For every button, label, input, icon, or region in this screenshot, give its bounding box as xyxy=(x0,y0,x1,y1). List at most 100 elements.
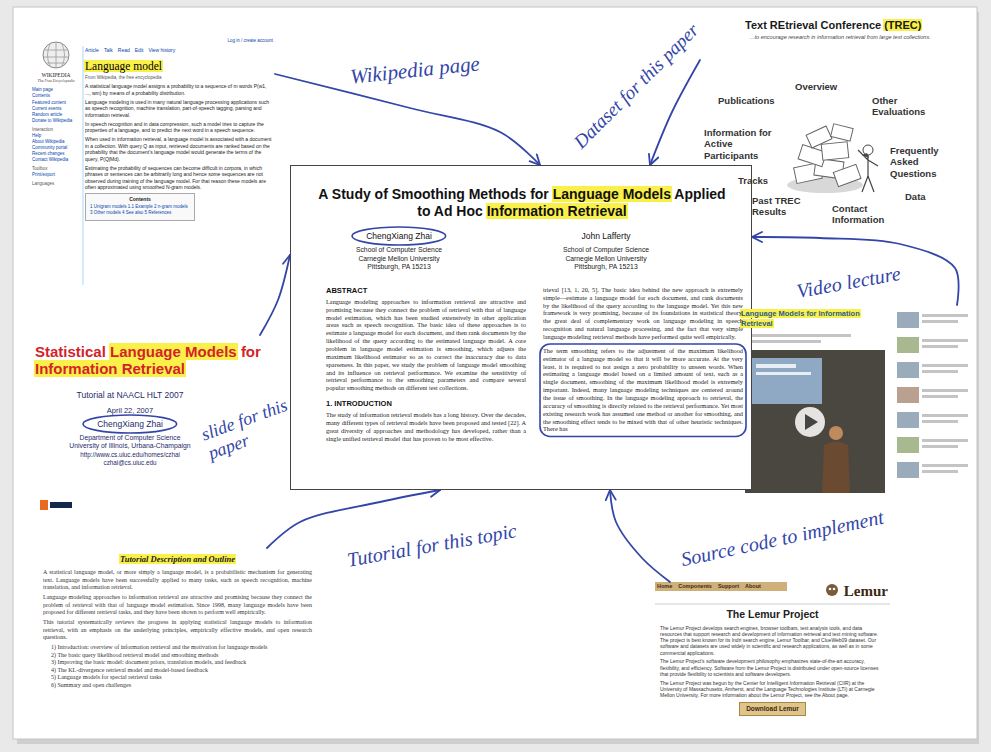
video-sidebar xyxy=(922,420,958,423)
text-column: Other Evaluations xyxy=(872,95,932,118)
video-sidebar xyxy=(922,414,968,417)
video-sidebar xyxy=(922,445,958,448)
site-tagline: ...to encourage research in information … xyxy=(750,34,972,41)
video-sidebar xyxy=(922,364,968,367)
video-sidebar xyxy=(922,395,958,398)
article-paragraph: When used in information retrieval, a la… xyxy=(85,136,273,162)
text-column: trieval [13, 1, 20, 5]. The basic idea b… xyxy=(543,286,743,433)
handwritten-arrow xyxy=(275,74,540,165)
video-sidebar xyxy=(897,462,919,478)
text-column: Past TREC Results xyxy=(752,195,814,218)
video-sidebar xyxy=(897,437,919,453)
tutorial-document: Tutorial Description and OutlineA statis… xyxy=(35,548,320,738)
text-column: Overview xyxy=(795,81,855,92)
trec-paper-pile xyxy=(858,150,878,192)
video-player xyxy=(756,372,811,375)
video-sidebar xyxy=(922,470,958,473)
page-tab: Talk xyxy=(104,47,113,53)
article-paragraph: Estimating the probability of sequences … xyxy=(85,165,273,191)
menu-item: Tracks xyxy=(738,175,788,186)
site-title: Text REtrieval Conference (TREC) xyxy=(745,19,973,32)
document-paragraph: This tutorial systematically reviews the… xyxy=(43,619,312,642)
author-name: ChengXiang Zhai xyxy=(35,419,225,429)
handwritten-note: Source code to implement xyxy=(679,506,885,570)
page-tab: View history xyxy=(148,47,175,53)
video-sidebar xyxy=(922,314,968,317)
author-affiliation: School of Computer Science xyxy=(321,246,477,254)
contents-heading: Contents xyxy=(85,193,195,203)
page-heading: The Lemur Project xyxy=(660,608,885,621)
document-paragraph: A statistical language model, or more si… xyxy=(43,569,312,592)
text-column: A Study of Smoothing Methods for Languag… xyxy=(311,186,733,220)
video-sidebar xyxy=(922,439,968,442)
page-sheet xyxy=(13,7,977,739)
hand-drawn-circle xyxy=(352,227,446,245)
lemur-header xyxy=(655,582,890,604)
nav-link: About Wikipedia xyxy=(32,139,80,145)
author-affiliation: Carnegie Mellon University xyxy=(528,255,684,263)
author-affiliation: Pittsburgh, PA 15213 xyxy=(528,263,684,271)
text-column: ArticleTalkReadEditView history xyxy=(85,47,273,53)
menu-item: Contact Information xyxy=(832,203,896,226)
wikipedia-globe xyxy=(44,42,68,68)
article-paragraph: In speech recognition and in data compre… xyxy=(85,121,273,134)
page-tab: Article xyxy=(85,47,99,53)
video-sidebar xyxy=(922,389,968,392)
text-column: Statistical Language Models for Informat… xyxy=(35,343,277,378)
nav-heading: Languages xyxy=(32,181,80,187)
outline-item: 6) Summary and open challenges xyxy=(43,682,312,690)
login-link: Log in / create account xyxy=(150,38,273,43)
lemur-header xyxy=(826,584,838,596)
paper-page: A Study of Smoothing Methods for Languag… xyxy=(290,165,752,490)
handwritten-note: Wikipedia page xyxy=(349,52,481,89)
nav-tab: About xyxy=(745,583,761,590)
handwritten-note: Dataset for this paper xyxy=(570,19,703,152)
author-name: John Lafferty xyxy=(528,231,684,241)
nav-tab: Support xyxy=(718,583,739,590)
contents-list: 1 Unigram models 1.1 Example 2 n-gram mo… xyxy=(85,203,195,221)
video-sidebar xyxy=(922,320,958,323)
video-sidebar xyxy=(922,370,958,373)
text-column: Publications xyxy=(718,95,793,106)
author-affiliation: Department of Computer Science xyxy=(35,434,225,442)
site-logo-text: Lemur xyxy=(815,582,888,600)
trec-paper-pile xyxy=(862,153,869,158)
text-column: Language modelFrom Wikipedia, the free e… xyxy=(85,60,273,221)
video-sidebar xyxy=(922,464,968,467)
video-player xyxy=(822,442,850,494)
article-title: Language model xyxy=(85,60,273,74)
trec-paper-pile xyxy=(787,124,878,193)
video-sidebar xyxy=(922,339,968,342)
nav-heading: Interaction xyxy=(32,127,80,133)
section-heading: 1. INTRODUCTION xyxy=(326,399,526,408)
article-subtitle: From Wikipedia, the free encyclopedia xyxy=(85,75,273,80)
nav-link: Help xyxy=(32,133,80,139)
text-column: Text REtrieval Conference (TREC) xyxy=(745,19,973,32)
video-player xyxy=(805,414,818,430)
page-paragraph: The Lemur Project's software development… xyxy=(660,658,885,677)
menu-item: Publications xyxy=(718,95,793,106)
handwritten-note: Video lecture xyxy=(794,262,901,302)
video-sidebar xyxy=(897,412,919,428)
author-affiliation: University of Illinois, Urbana-Champaign xyxy=(35,442,225,450)
nav-heading: Toolbox xyxy=(32,166,80,172)
paper-title: A Study of Smoothing Methods for Languag… xyxy=(311,186,733,220)
nav-link: Featured content xyxy=(32,100,80,106)
hand-drawn-circle xyxy=(83,415,177,433)
author-name: ChengXiang Zhai xyxy=(321,231,477,241)
lemur-header xyxy=(833,588,836,591)
video-player xyxy=(745,350,885,493)
outline-item: 1) Introduction: overview of information… xyxy=(43,644,312,652)
section-heading: ABSTRACT xyxy=(326,286,526,295)
handwritten-arrow xyxy=(610,490,670,582)
nav-link: Main page xyxy=(32,87,80,93)
video-sidebar xyxy=(897,362,919,378)
text-column: Information for Active Participants xyxy=(704,127,778,161)
text-column: ABSTRACTLanguage modeling approaches to … xyxy=(326,286,526,443)
university-logo xyxy=(40,500,72,510)
author-affiliation: Pittsburgh, PA 15213 xyxy=(321,263,477,271)
slide-subtitle: Tutorial at NAACL HLT 2007 xyxy=(35,390,225,400)
connector-group xyxy=(260,60,959,582)
